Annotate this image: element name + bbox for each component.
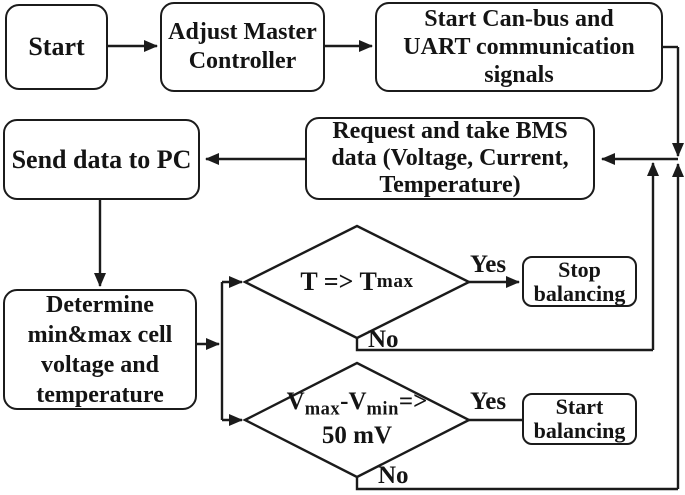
node-stop-balancing: Stop balancing: [522, 256, 637, 307]
node-adjust-master-controller: Adjust Master Controller: [160, 2, 325, 92]
label-no-1: No: [368, 326, 399, 353]
node-start-balancing: Start balancing: [522, 393, 637, 445]
label-yes-1: Yes: [470, 251, 507, 278]
voltage-v1: V: [286, 388, 305, 416]
node-request-bms-data: Request and take BMS data (Voltage, Curr…: [305, 117, 595, 200]
voltage-op: =>: [398, 388, 428, 416]
voltage-mid: -V: [340, 388, 367, 416]
decision-temperature-text: T => T: [300, 267, 377, 296]
node-determine-min-max: Determine min&max cell voltage and tempe…: [3, 289, 197, 410]
decision-temperature-subscript: max: [376, 271, 414, 292]
decision-diamond-voltage: [242, 361, 472, 479]
label-no-2: No: [378, 462, 409, 489]
node-send-data-to-pc: Send data to PC: [3, 119, 200, 200]
voltage-sub1: max: [304, 399, 341, 420]
decision-voltage-line1: Vmax-Vmin=>: [287, 387, 428, 421]
wire-no1-down-right: [355, 338, 653, 352]
decision-shapes: [242, 224, 472, 479]
decision-voltage-label: Vmax-Vmin=> 50 mV: [250, 387, 464, 450]
label-yes-2: Yes: [470, 388, 507, 415]
voltage-sub2: min: [366, 399, 399, 420]
decision-diamond-temperature: [242, 224, 472, 340]
wire-no2-down-right: [355, 477, 678, 491]
node-start: Start: [5, 4, 108, 90]
connector-lines: [94, 40, 684, 491]
decision-voltage-line2: 50 mV: [321, 422, 393, 450]
node-start-canbus-uart: Start Can-bus and UART communication sig…: [375, 2, 663, 92]
